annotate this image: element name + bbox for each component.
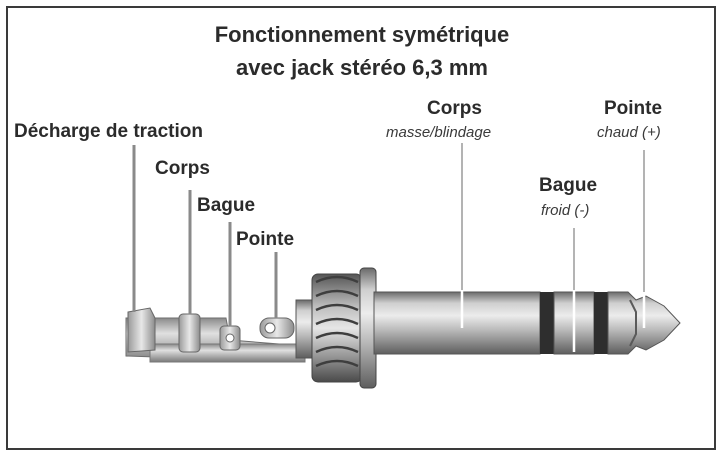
label-tip-solder: Pointe	[236, 229, 295, 250]
insulator-ring-2	[594, 292, 608, 354]
sleeve-solder-lug	[178, 313, 201, 353]
right-leader-outlines	[461, 143, 645, 292]
label-sleeve: Corps	[427, 98, 482, 119]
label-ring-solder: Bague	[197, 195, 256, 216]
label-sleeve-solder: Corps	[155, 158, 210, 179]
threaded-body	[295, 267, 377, 389]
strain-relief-tab	[127, 307, 156, 353]
sleeve-shaft	[373, 291, 541, 355]
label-sleeve-desc: masse/blindage	[386, 124, 492, 141]
label-ring: Bague	[539, 175, 598, 196]
insulator-ring-1	[540, 292, 554, 354]
label-tip-desc: chaud (+)	[597, 124, 661, 141]
diagram-title-line1: Fonctionnement symétrique	[214, 22, 510, 47]
label-strain-relief: Décharge de traction	[14, 121, 203, 142]
ring-solder-lug	[219, 325, 241, 351]
diagram-title-line2: avec jack stéréo 6,3 mm	[236, 55, 488, 80]
left-leader-lines	[132, 145, 278, 326]
label-ring-desc: froid (-)	[541, 202, 590, 219]
tip-solder-lug	[259, 317, 295, 339]
label-tip: Pointe	[604, 98, 663, 119]
